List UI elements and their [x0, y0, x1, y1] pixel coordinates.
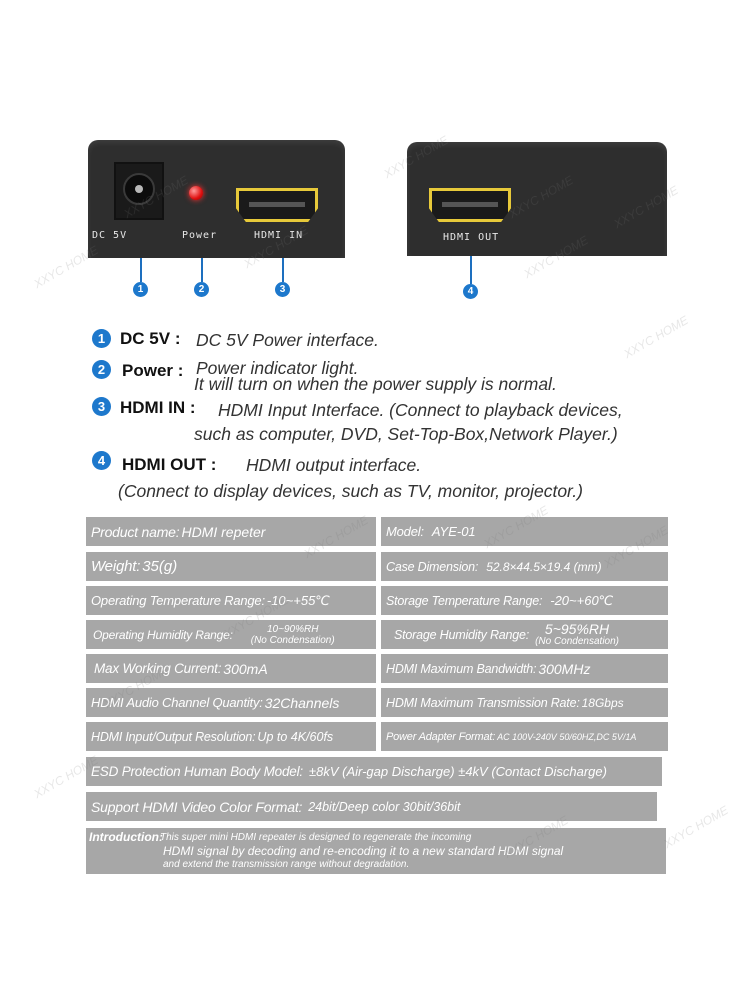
- desc-text-hdmi-out-1: HDMI output interface.: [246, 455, 422, 475]
- repeater-input-panel: DC 5V Power HDMI IN: [88, 140, 345, 258]
- hdmi-in-port-icon: [236, 188, 318, 222]
- desc-term-dc: DC 5V :: [120, 329, 181, 348]
- spec-transmission-rate: HDMI Maximum Transmission Rate:18Gbps: [381, 688, 668, 717]
- callout-badge-1: 1: [133, 282, 148, 297]
- watermark-text: XXYC HOME: [621, 312, 691, 362]
- description-item-dc: 1: [92, 329, 111, 348]
- hdmi-out-port-icon: [429, 188, 511, 222]
- description-item-power: 2: [92, 360, 111, 379]
- desc-text-hdmi-in-2: such as computer, DVD, Set-Top-Box,Netwo…: [194, 424, 618, 444]
- power-led-icon: [189, 186, 203, 200]
- watermark-text: XXYC HOME: [661, 802, 731, 852]
- introduction-label: Introduction:: [89, 830, 163, 844]
- repeater-output-panel: HDMI OUT: [407, 142, 667, 256]
- description-item-hdmi-out: 4: [92, 451, 111, 470]
- description-item-hdmi-in: 3: [92, 397, 111, 416]
- dc-jack-icon: [114, 162, 164, 220]
- desc-text-dc: DC 5V Power interface.: [196, 330, 379, 350]
- desc-term-hdmi-in: HDMI IN :: [120, 398, 196, 417]
- dc-port-label: DC 5V: [92, 230, 128, 241]
- introduction-line-2: HDMI signal by decoding and re-encoding …: [163, 844, 564, 858]
- spec-max-bandwidth: HDMI Maximum Bandwidth:300MHz: [381, 654, 668, 683]
- callout-badge-3: 3: [275, 282, 290, 297]
- spec-audio-channels: HDMI Audio Channel Quantity:32Channels: [86, 688, 376, 717]
- desc-term-power: Power :: [122, 361, 184, 380]
- introduction-line-1: This super mini HDMI repeater is designe…: [160, 832, 472, 843]
- spec-operating-temperature: Operating Temperature Range:-10~+55℃: [86, 586, 376, 615]
- desc-text-power-1: Power indicator light.: [196, 358, 359, 378]
- spec-io-resolution: HDMI Input/Output Resolution:Up to 4K/60…: [86, 722, 376, 751]
- spec-storage-temperature: Storage Temperature Range:-20~+60℃: [381, 586, 668, 615]
- spec-case-dimension: Case Dimension:52.8×44.5×19.4 (mm): [381, 552, 668, 581]
- leader-line: [140, 258, 142, 282]
- desc-badge-2: 2: [92, 360, 111, 379]
- spec-introduction: Introduction: This super mini HDMI repea…: [86, 828, 666, 874]
- desc-badge-1: 1: [92, 329, 111, 348]
- spec-weight: Weight:35(g): [86, 552, 376, 581]
- desc-term-hdmi-out: HDMI OUT :: [122, 455, 217, 474]
- spec-storage-humidity: Storage Humidity Range: 5~95%RH(No Conde…: [381, 620, 668, 649]
- callout-badge-2: 2: [194, 282, 209, 297]
- desc-text-power-2: It will turn on when the power supply is…: [194, 374, 557, 394]
- leader-line: [282, 258, 284, 282]
- power-port-label: Power: [182, 230, 218, 241]
- spec-power-adapter: Power Adapter Format:AC 100V-240V 50/60H…: [381, 722, 668, 751]
- hdmi-out-port-label: HDMI OUT: [443, 232, 500, 243]
- desc-badge-3: 3: [92, 397, 111, 416]
- hdmi-in-port-label: HDMI IN: [254, 230, 304, 241]
- introduction-line-3: and extend the transmission range withou…: [163, 859, 410, 870]
- spec-product-name: Product name:HDMI repeter: [86, 517, 376, 546]
- spec-esd: ESD Protection Human Body Model:±8kV (Ai…: [86, 757, 662, 786]
- spec-model: Model:AYE-01: [381, 517, 668, 546]
- desc-badge-4: 4: [92, 451, 111, 470]
- desc-text-hdmi-out-2: (Connect to display devices, such as TV,…: [118, 481, 583, 501]
- desc-text-hdmi-in-1: HDMI Input Interface. (Connect to playba…: [218, 400, 623, 420]
- leader-line: [201, 258, 203, 282]
- spec-max-current: Max Working Current:300mA: [86, 654, 376, 683]
- leader-line: [470, 256, 472, 284]
- spec-color-format: Support HDMI Video Color Format:24bit/De…: [86, 792, 657, 821]
- spec-operating-humidity: Operating Humidity Range: 10~90%RH(No Co…: [86, 620, 376, 649]
- callout-badge-4: 4: [463, 284, 478, 299]
